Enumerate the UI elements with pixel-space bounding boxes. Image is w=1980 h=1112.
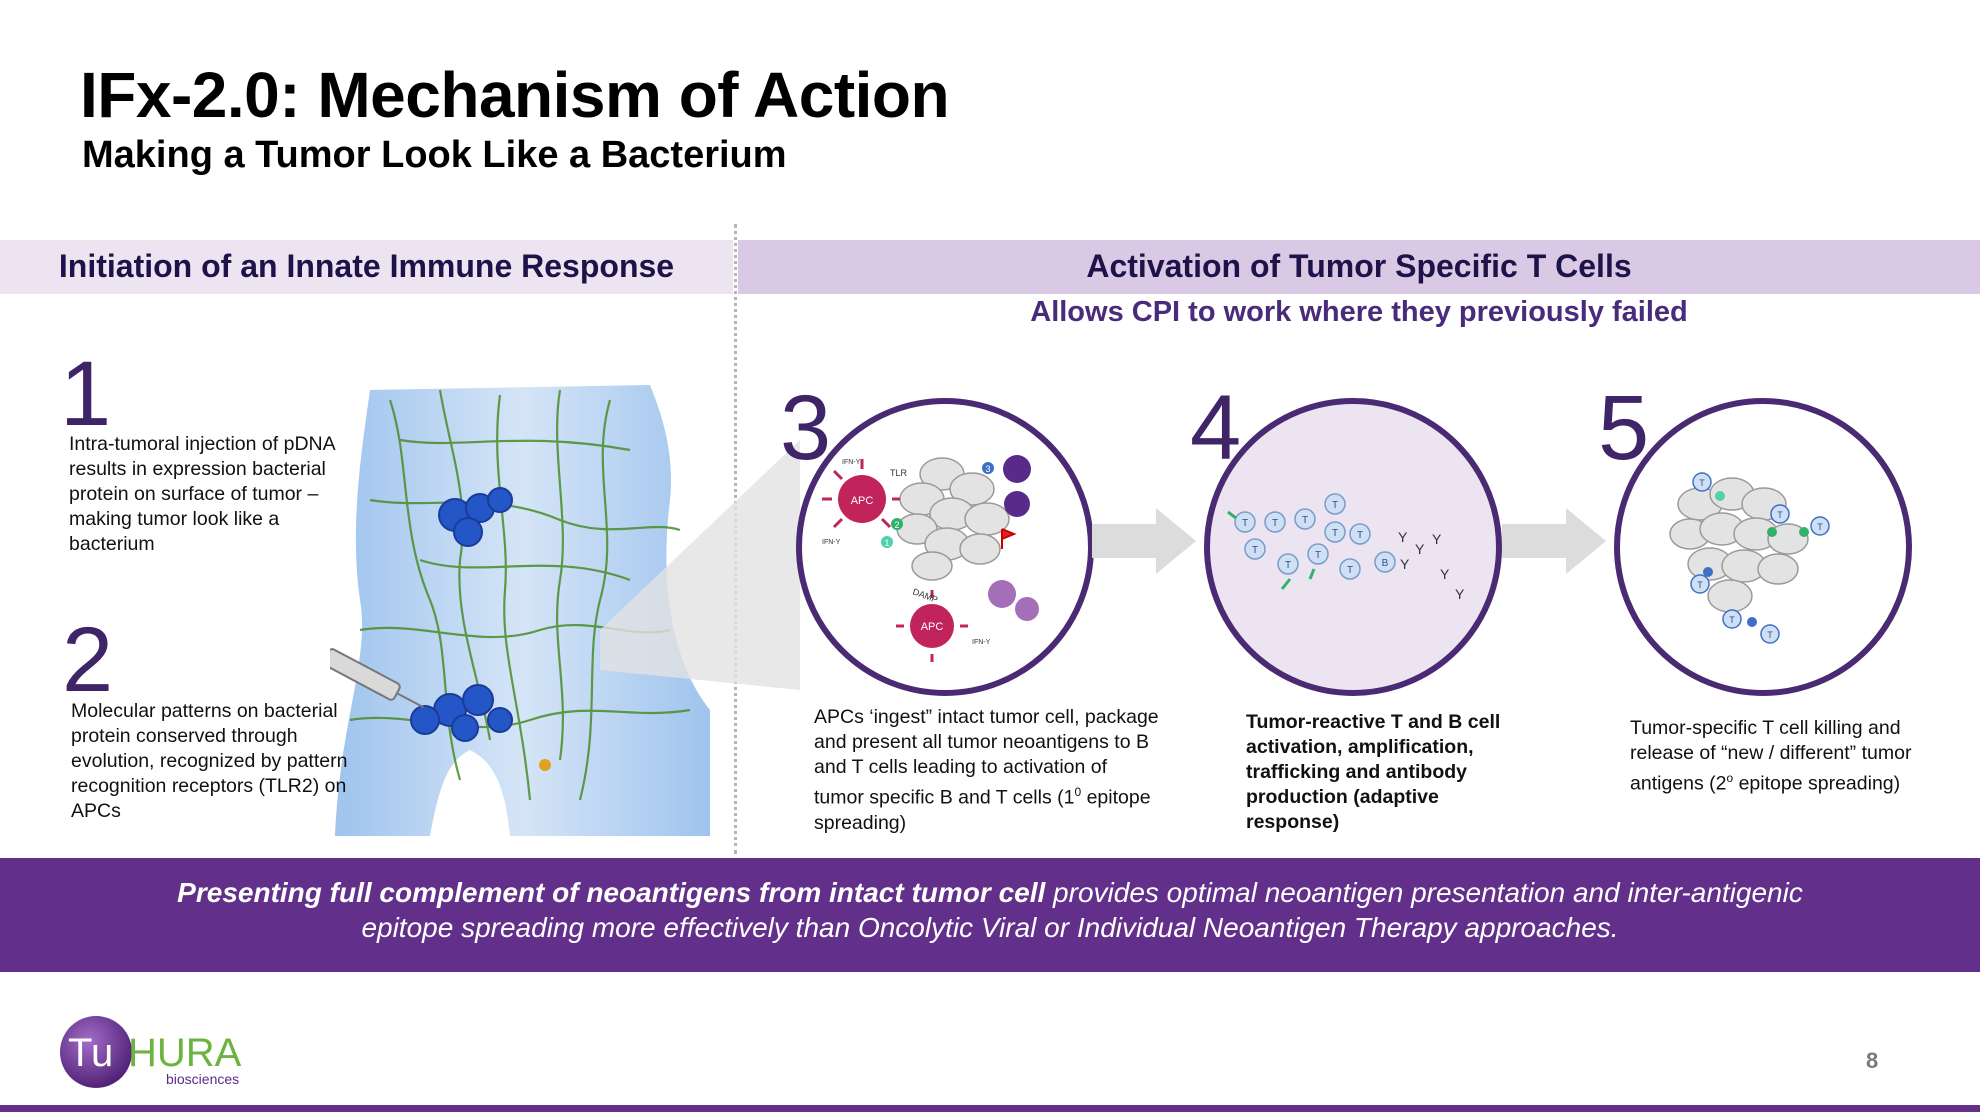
step-4-circle: T T T T T T T T T T B Y Y Y Y Y Y — [1204, 398, 1502, 696]
b-cell-1: B — [1382, 558, 1389, 569]
t-cell-9: T — [1357, 530, 1363, 541]
marker-3: 3 — [985, 464, 990, 474]
section-label-innate: Initiation of an Innate Immune Response — [58, 248, 675, 284]
arrow-step3-to-step4 — [1092, 508, 1196, 574]
section-band-innate: Initiation of an Innate Immune Response — [0, 240, 733, 294]
arrow-step4-to-step5 — [1502, 508, 1606, 574]
antibody-3: Y — [1432, 531, 1442, 547]
t-b-cell-diagram: T T T T T T T T T T B Y Y Y Y Y Y — [1227, 493, 1465, 602]
ifn-label-1: IFN-Y — [842, 459, 861, 466]
step-1-number: 1 — [60, 343, 112, 445]
t5-cell-4: T — [1697, 580, 1703, 590]
step-5-text-pre: Tumor-specific T cell killing and releas… — [1630, 717, 1912, 795]
step-3-circle: APC APC 3 2 1 TLR DAMP IFN-Y IFN-Y IFN-Y — [796, 398, 1094, 696]
t-cell-1: T — [1242, 518, 1248, 529]
t-cell-10: T — [1347, 565, 1353, 576]
section-tagline: Allows CPI to work where they previously… — [1030, 296, 1688, 328]
t-cell-5: T — [1285, 560, 1291, 571]
page-number: 8 — [1866, 1048, 1879, 1073]
bottom-rule — [0, 1105, 1980, 1112]
tlr-label: TLR — [890, 468, 908, 478]
summary-bold: Presenting full complement of neoantigen… — [177, 877, 1046, 908]
t-cell-7: T — [1332, 500, 1338, 511]
step-5-text-post: epitope spreading) — [1733, 772, 1901, 795]
body-lymphatic-illustration — [330, 385, 710, 836]
step-5-circle: T T T T T T — [1614, 398, 1912, 696]
step-3-text-sup: 0 — [1074, 785, 1082, 799]
section-label-activation: Activation of Tumor Specific T Cells — [1086, 248, 1632, 284]
t-cell-6: T — [1315, 550, 1321, 561]
marker-2: 2 — [894, 520, 899, 530]
t5-cell-1: T — [1699, 478, 1705, 488]
t5-cell-5: T — [1729, 615, 1735, 625]
tuhura-logo: Tu HURA biosciences — [58, 1012, 308, 1092]
t5-cell-6: T — [1767, 630, 1773, 640]
logo-biosciences: biosciences — [166, 1071, 239, 1087]
step-5-number: 5 — [1598, 377, 1650, 479]
logo-hura: HURA — [128, 1031, 242, 1075]
apc-tumor-diagram: APC APC 3 2 1 TLR DAMP IFN-Y IFN-Y IFN-Y — [822, 455, 1039, 662]
t-cell-killing-diagram: T T T T T T — [1669, 472, 1830, 644]
antibody-4: Y — [1400, 556, 1410, 572]
logo-tu: Tu — [68, 1031, 113, 1075]
step-4-description: Tumor-reactive T and B cell activation, … — [1246, 711, 1501, 833]
apc-label-1: APC — [851, 495, 874, 507]
step-1-description: Intra-tumoral injection of pDNA results … — [69, 433, 335, 555]
step-3-number: 3 — [780, 377, 832, 479]
page-title: IFx-2.0: Mechanism of Action — [80, 59, 950, 131]
section-band-activation: Activation of Tumor Specific T Cells — [738, 240, 1980, 294]
t5-cell-3: T — [1817, 522, 1823, 532]
logo-mark: Tu HURA biosciences — [60, 1016, 242, 1088]
ifn-label-2: IFN-Y — [822, 539, 841, 546]
antibody-6: Y — [1455, 586, 1465, 602]
t5-cell-2: T — [1777, 510, 1783, 520]
t-cell-2: T — [1272, 518, 1278, 529]
summary-normal: provides optimal neoantigen presentation… — [361, 877, 1803, 943]
t-cell-4: T — [1252, 545, 1258, 556]
step-3-text-pre: APCs ‘ingest” intact tumor cell, package… — [814, 706, 1159, 809]
ifn-label-3: IFN-Y — [972, 639, 991, 646]
step-3-text-post: epitope spreading) — [814, 786, 1151, 834]
summary-text: Presenting full complement of neoantigen… — [140, 875, 1840, 945]
t-cell-3: T — [1302, 515, 1308, 526]
zoom-wedge — [600, 440, 800, 690]
damp-label: DAMP — [911, 586, 939, 604]
t-cell-8: T — [1332, 528, 1338, 539]
page-subtitle: Making a Tumor Look Like a Bacterium — [82, 134, 787, 176]
antibody-5: Y — [1440, 566, 1450, 582]
antibody-1: Y — [1398, 529, 1408, 545]
step-5-text-sup: o — [1726, 771, 1734, 785]
marker-1: 1 — [884, 538, 889, 548]
step-2-number: 2 — [62, 609, 114, 711]
step-2-description: Molecular patterns on bacterial protein … — [71, 700, 348, 822]
antibody-2: Y — [1415, 541, 1425, 557]
step-5-description: Tumor-specific T cell killing and releas… — [1630, 716, 1920, 797]
summary-band — [0, 858, 1980, 972]
apc-label-2: APC — [921, 621, 944, 633]
step-3-description: APCs ‘ingest” intact tumor cell, package… — [814, 705, 1159, 836]
